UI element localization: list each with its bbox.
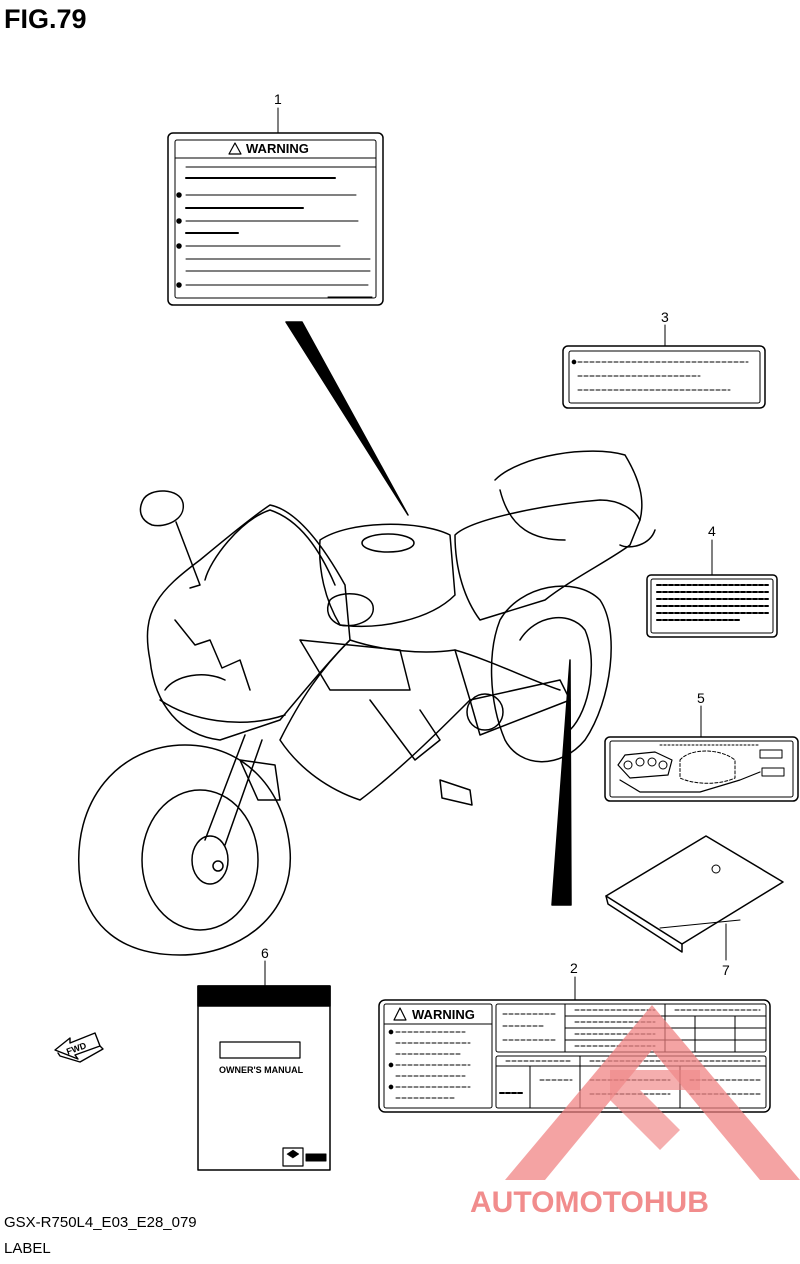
warning-triangle-icon bbox=[228, 142, 242, 155]
callout-leaders bbox=[264, 107, 727, 1001]
label-part-5 bbox=[604, 736, 799, 802]
callout-5: 5 bbox=[697, 690, 705, 706]
label-part-1 bbox=[167, 132, 384, 306]
callout-6: 6 bbox=[261, 945, 269, 961]
figure-code: GSX-R750L4_E03_E28_079 bbox=[4, 1214, 197, 1231]
figure-title: FIG.79 bbox=[4, 4, 87, 34]
owners-manual-part-6 bbox=[197, 985, 331, 1171]
watermark-text: AUTOMOTOHUB bbox=[470, 1186, 709, 1219]
manual-title-text: OWNER'S MANUAL bbox=[219, 1065, 304, 1075]
callout-3: 3 bbox=[661, 309, 669, 325]
watermark-logo: AUTOMOTOHUB bbox=[470, 1005, 800, 1219]
callout-1: 1 bbox=[274, 91, 282, 107]
callout-4: 4 bbox=[708, 523, 716, 539]
label-1-warning-text: WARNING bbox=[246, 141, 309, 156]
label-part-7 bbox=[605, 835, 784, 953]
leader-wedge-1 bbox=[285, 321, 409, 516]
motorcycle-outline bbox=[78, 450, 656, 956]
label-2-warning-text: WARNING bbox=[412, 1007, 475, 1022]
figure-section: LABEL bbox=[4, 1240, 51, 1257]
label-part-4 bbox=[646, 574, 778, 638]
fwd-arrow-icon bbox=[54, 1032, 104, 1063]
leader-wedge-2 bbox=[551, 659, 572, 906]
callout-2: 2 bbox=[570, 960, 578, 976]
label-part-3 bbox=[562, 345, 766, 409]
callout-7: 7 bbox=[722, 962, 730, 978]
warning-triangle-icon bbox=[393, 1007, 407, 1021]
suzuki-logo-icon bbox=[286, 1149, 300, 1159]
